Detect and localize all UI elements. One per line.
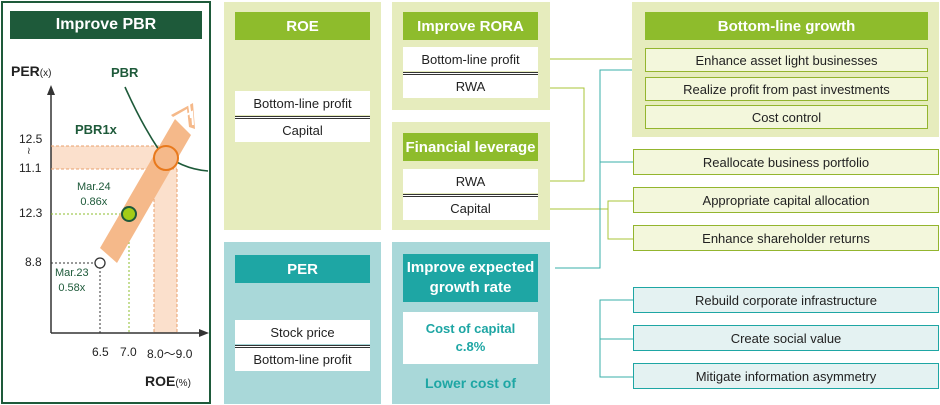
leverage-denominator: Capital xyxy=(403,194,538,220)
per-denominator: Bottom-line profit xyxy=(235,345,370,371)
y-axis-label: PER(x) xyxy=(11,63,52,79)
per-header: PER xyxy=(235,255,370,283)
y-axis-arrow xyxy=(47,85,55,95)
rora-denominator: RWA xyxy=(403,72,538,98)
x-tick-7-0: 7.0 xyxy=(120,345,137,359)
x-tick-8-0-9-0: 8.0〜9.0 xyxy=(147,347,193,361)
roe-denominator: Capital xyxy=(235,116,370,142)
leverage-numerator: RWA xyxy=(403,169,538,193)
pbr1x-label: PBR1x xyxy=(75,122,117,137)
rora-header: Improve RORA xyxy=(403,12,538,40)
lower-cost-label: Lower cost of xyxy=(424,375,516,391)
leverage-header: Financial leverage xyxy=(403,133,538,161)
pbr-panel: Improve PBR PER(x) ROE(%) P xyxy=(1,1,211,404)
action-reallocate: Reallocate business portfolio xyxy=(633,149,939,175)
x-tick-6-5: 6.5 xyxy=(92,345,109,359)
action-past-investments: Realize profit from past investments xyxy=(645,77,928,101)
action-corporate-infrastructure: Rebuild corporate infrastructure xyxy=(633,287,939,313)
rora-numerator: Bottom-line profit xyxy=(403,47,538,71)
action-asset-light: Enhance asset light businesses xyxy=(645,48,928,72)
pbr-panel-title: Improve PBR xyxy=(10,11,202,39)
pbr-chart xyxy=(47,85,209,337)
per-band xyxy=(51,146,177,169)
roe-numerator: Bottom-line profit xyxy=(235,91,370,115)
action-social-value: Create social value xyxy=(633,325,939,351)
target-point xyxy=(153,145,179,171)
y-tick-8-8: 8.8 xyxy=(25,255,42,269)
y-tick-12-5: 12.5 xyxy=(19,132,43,146)
action-information-asymmetry: Mitigate information asymmetry xyxy=(633,363,939,389)
x-axis-label: ROE(%) xyxy=(145,373,191,389)
point-mar23 xyxy=(94,257,106,269)
action-shareholder-returns: Enhance shareholder returns xyxy=(633,225,939,251)
action-capital-allocation: Appropriate capital allocation xyxy=(633,187,939,213)
action-cost-control: Cost control xyxy=(645,105,928,129)
y-tick-11-1: 11.1 xyxy=(19,161,42,175)
bottom-line-header: Bottom-line growth xyxy=(645,12,928,40)
roe-band xyxy=(154,146,177,333)
pbr-curve-label: PBR xyxy=(111,65,139,80)
y-tick-12-3: 12.3 xyxy=(19,206,43,220)
y-tick-break: ≀ xyxy=(27,146,31,157)
roe-header: ROE xyxy=(235,12,370,40)
point-mar24 xyxy=(121,206,137,222)
x-axis-arrow xyxy=(199,329,209,337)
per-numerator: Stock price xyxy=(235,320,370,344)
